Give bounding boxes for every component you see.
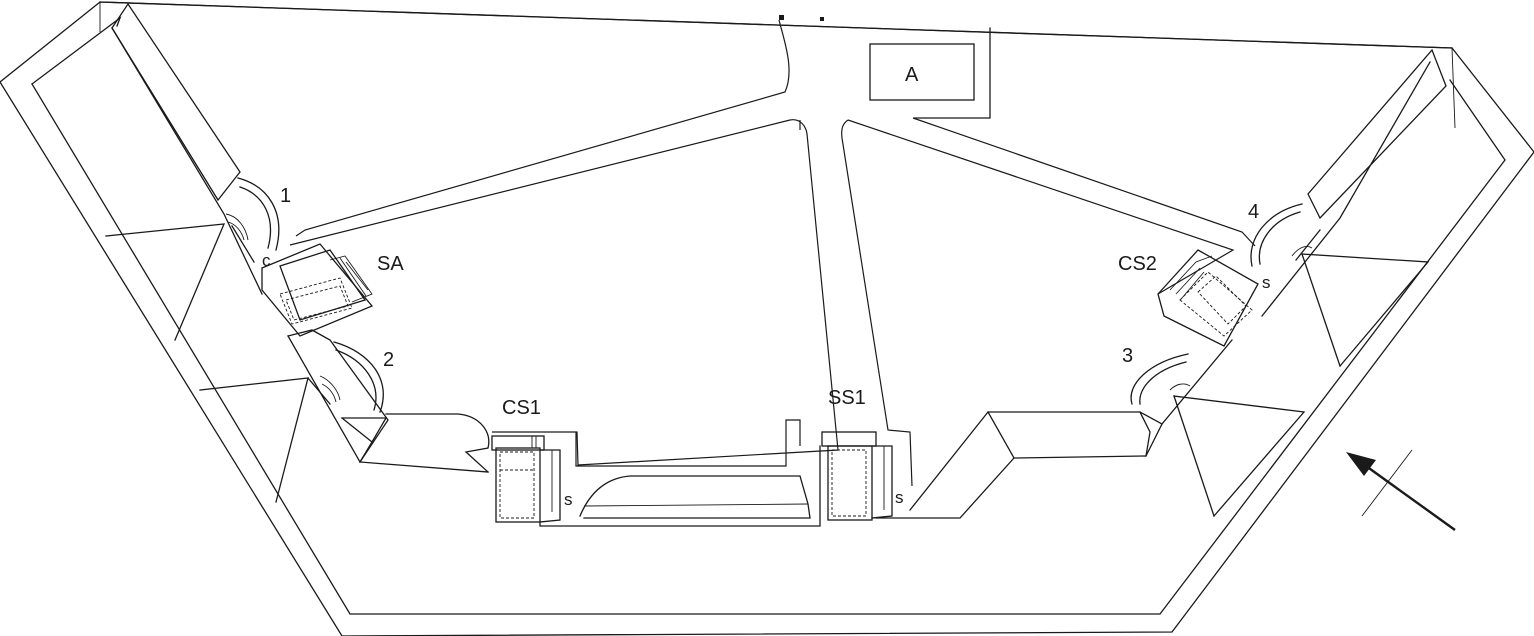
building-a-label: A: [905, 64, 919, 86]
bastion-left-upper: [105, 2, 263, 341]
post-marker: [779, 15, 784, 20]
sa-label: SA: [377, 253, 404, 275]
building-a: A: [869, 27, 991, 119]
cs1-label: CS1: [502, 397, 541, 419]
building-cs2: CS2 s: [1118, 249, 1271, 347]
post-marker: [820, 17, 824, 21]
bastion-right-upper: [1261, 48, 1447, 367]
s-mark-cs2-label: s: [1262, 273, 1271, 292]
building-cs1: CS1 s: [491, 397, 573, 523]
bastion-1-label: 1: [280, 185, 291, 207]
bastion-4-gate: 4: [1248, 201, 1303, 267]
curtain-wall-south: [539, 445, 821, 527]
building-ss1: SS1 s: [821, 387, 904, 521]
c-mark-label: c: [262, 251, 271, 270]
bastion-2-gate: 2: [333, 341, 394, 413]
ss1-label: SS1: [828, 387, 866, 409]
bastion-3-gate: 3: [1122, 345, 1189, 405]
bastion-4-label: 4: [1248, 201, 1259, 223]
bastion-2-label: 2: [383, 349, 394, 371]
s-mark-cs1-label: s: [564, 490, 573, 509]
north-wall: [99, 1, 1456, 129]
road-network: [289, 19, 1256, 487]
building-sa: c SA: [261, 243, 404, 337]
cs2-label: CS2: [1118, 253, 1157, 275]
bastion-right-lower: [875, 339, 1306, 519]
bastion-3-label: 3: [1122, 345, 1133, 367]
north-arrow-icon: [1346, 449, 1456, 531]
bastion-1-gate: 1: [237, 177, 291, 251]
bastion-left-lower: [199, 329, 490, 503]
s-mark-ss1-label: s: [895, 488, 904, 507]
